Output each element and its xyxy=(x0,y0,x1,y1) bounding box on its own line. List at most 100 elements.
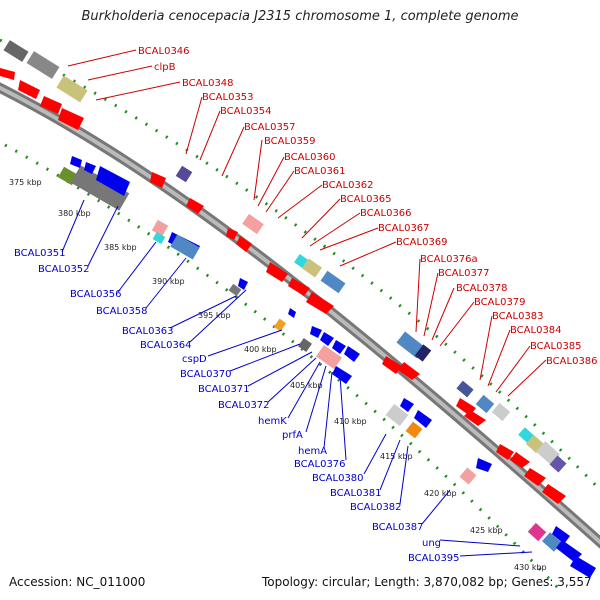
gene-block xyxy=(549,455,567,473)
gene-arrow xyxy=(226,228,238,240)
gene-label: BCAL0372 xyxy=(218,400,270,411)
gene-arrow xyxy=(332,340,346,354)
gene-arrow xyxy=(58,108,84,130)
gene-label: BCAL0384 xyxy=(510,325,562,336)
gene-block xyxy=(302,258,322,278)
gene-block xyxy=(385,403,409,427)
gene-label: BCAL0366 xyxy=(360,208,412,219)
gene-arrow xyxy=(524,468,546,486)
kbp-tick: 375 kbp xyxy=(9,178,42,187)
reverse-labels xyxy=(61,199,533,557)
gene-label: hemA xyxy=(298,446,327,457)
gene-arrow xyxy=(542,484,566,504)
gene-arrow xyxy=(288,308,296,318)
gene-arrow xyxy=(306,292,334,314)
gene-label: clpB xyxy=(154,62,176,73)
gene-label: BCAL0383 xyxy=(492,311,544,322)
gene-label: BCAL0360 xyxy=(284,152,336,163)
gene-label: BCAL0371 xyxy=(198,384,250,395)
gene-arrow xyxy=(476,458,492,472)
gene-label: BCAL0351 xyxy=(14,248,66,259)
gene-block xyxy=(56,75,88,103)
gene-arrow xyxy=(510,452,530,468)
gene-block xyxy=(3,40,29,62)
gene-arrow xyxy=(18,80,40,99)
gene-label: BCAL0382 xyxy=(350,502,402,513)
gene-arrow xyxy=(40,96,62,114)
gene-block xyxy=(298,338,312,352)
gene-block xyxy=(294,254,308,268)
gene-label: BCAL0354 xyxy=(220,106,272,117)
gene-label: BCAL0346 xyxy=(138,46,190,57)
gene-arrow xyxy=(288,278,310,296)
kbp-tick: 410 kbp xyxy=(334,417,367,426)
gene-block xyxy=(405,421,423,439)
gene-label: BCAL0380 xyxy=(312,473,364,484)
gene-label: BCAL0378 xyxy=(456,283,508,294)
gene-arrow xyxy=(320,332,334,346)
gene-label: BCAL0359 xyxy=(264,136,316,147)
gene-arrow xyxy=(414,410,432,428)
gene-label: hemK xyxy=(258,416,287,427)
gene-block xyxy=(475,394,495,414)
gene-arrow xyxy=(236,236,252,252)
gene-label: BCAL0362 xyxy=(322,180,374,191)
gene-arrow xyxy=(84,162,96,174)
kbp-tick: 420 kbp xyxy=(424,489,457,498)
gene-arrow xyxy=(150,172,166,188)
gene-block xyxy=(70,165,130,211)
gene-arrow xyxy=(0,68,15,80)
gene-block xyxy=(414,344,432,362)
gene-block xyxy=(26,51,60,79)
gene-label: BCAL0367 xyxy=(378,223,430,234)
gene-label: BCAL0357 xyxy=(244,122,296,133)
gene-label: BCAL0353 xyxy=(202,92,254,103)
forward-label-texts: BCAL0346 clpB BCAL0348 BCAL0353 BCAL0354… xyxy=(138,46,598,367)
gene-label: BCAL0364 xyxy=(140,340,192,351)
gene-label: BCAL0376a xyxy=(420,254,478,265)
gene-arrow xyxy=(400,398,414,412)
kbp-tick: 395 kbp xyxy=(198,311,231,320)
gene-block xyxy=(527,522,547,542)
gene-label: ung xyxy=(422,538,441,549)
reverse-label-texts: BCAL0351 BCAL0352 BCAL0356 BCAL0358 BCAL… xyxy=(14,248,460,564)
kbp-ticks: 375 kbp 380 kbp 385 kbp 390 kbp 395 kbp … xyxy=(9,178,547,572)
gene-block xyxy=(315,344,343,370)
gene-arrow xyxy=(238,278,248,290)
gene-label: BCAL0361 xyxy=(294,166,346,177)
gene-block xyxy=(518,427,534,443)
kbp-tick: 430 kbp xyxy=(514,563,547,572)
forward-genes xyxy=(0,40,567,504)
reverse-genes xyxy=(58,156,596,578)
kbp-tick: 390 kbp xyxy=(152,277,185,286)
gene-label: BCAL0386 xyxy=(546,356,598,367)
gene-label: cspD xyxy=(182,354,207,365)
gene-label: BCAL0352 xyxy=(38,264,90,275)
gene-arrow xyxy=(382,356,402,374)
gene-block xyxy=(459,467,477,485)
gene-arrow xyxy=(556,540,582,562)
gene-label: BCAL0348 xyxy=(182,78,234,89)
kbp-tick: 415 kbp xyxy=(380,452,413,461)
gene-arrow xyxy=(70,156,82,168)
kbp-tick: 385 kbp xyxy=(104,243,137,252)
kbp-tick: 425 kbp xyxy=(470,526,503,535)
gene-block xyxy=(152,232,166,244)
gene-label: BCAL0370 xyxy=(180,369,232,380)
map-title: Burkholderia cenocepacia J2315 chromosom… xyxy=(81,9,519,24)
gene-arrow xyxy=(398,362,420,380)
gene-block xyxy=(535,441,561,465)
gene-label: BCAL0376 xyxy=(294,459,346,470)
gene-arrow xyxy=(344,346,360,362)
gene-block xyxy=(170,234,200,260)
gene-block xyxy=(242,213,264,235)
forward-labels xyxy=(67,49,547,397)
inner-dotted-track xyxy=(4,143,562,592)
gene-block xyxy=(273,318,287,332)
gene-label: BCAL0377 xyxy=(438,268,490,279)
gene-arrow xyxy=(96,166,130,196)
gene-block xyxy=(228,283,242,297)
gene-block xyxy=(320,270,346,294)
gene-label: BCAL0356 xyxy=(70,289,122,300)
